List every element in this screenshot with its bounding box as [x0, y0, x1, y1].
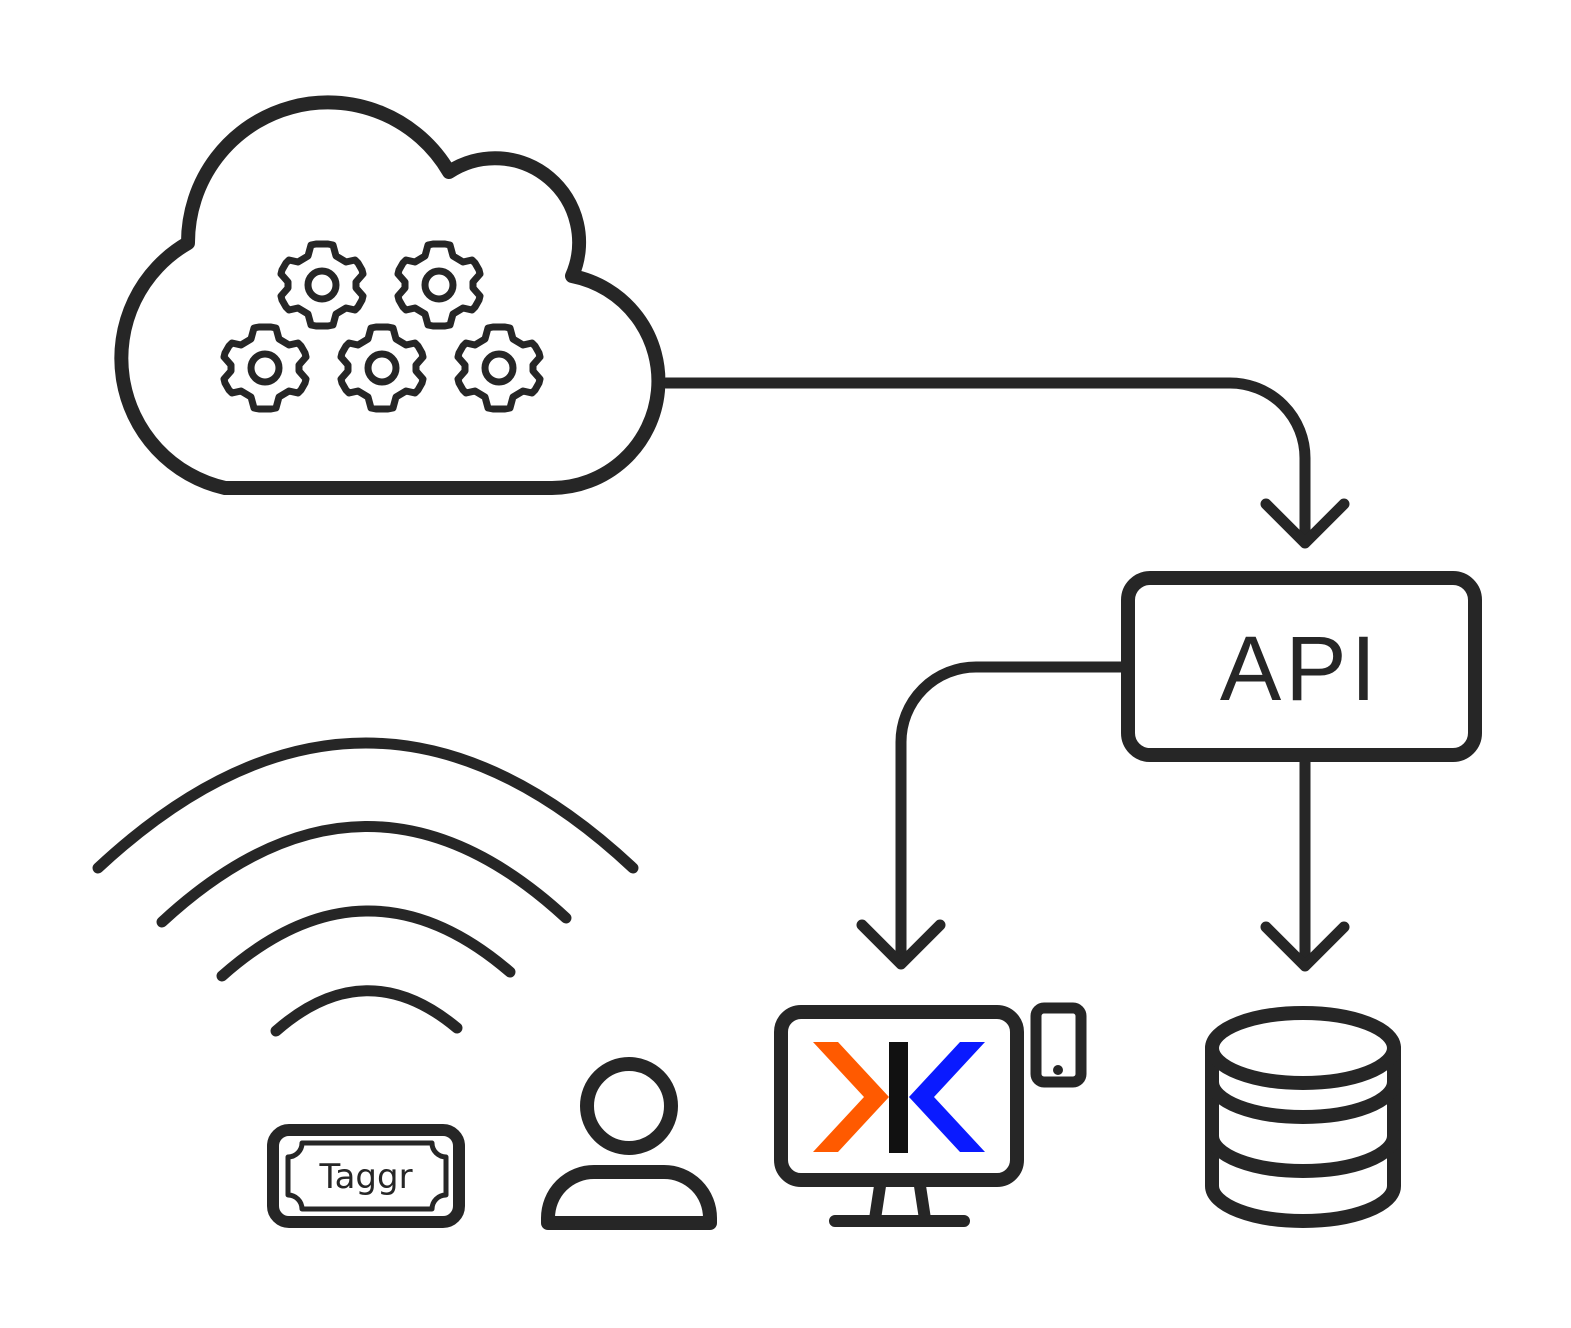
connector-cloud-to-api: [660, 377, 1350, 549]
gear-icon: [224, 327, 306, 409]
mobile-phone-icon: [1030, 1002, 1087, 1088]
database-icon: [1205, 1006, 1401, 1228]
connector-api-to-database: [1260, 752, 1350, 972]
nfc-tag-icon: Taggr: [267, 1124, 465, 1228]
connector-api-to-monitor: [856, 661, 1130, 970]
arrow-down-icon: [856, 919, 946, 970]
cloud-with-gears-icon: [114, 95, 666, 495]
user-icon: [541, 1057, 717, 1230]
monitor-with-logo-icon: [774, 1005, 1024, 1227]
arrow-down-icon: [1260, 921, 1350, 972]
api-box: API: [1121, 571, 1482, 762]
wireless-signal-icon: [92, 737, 639, 1037]
monitor-stand: [829, 1180, 970, 1227]
arrow-down-icon: [1260, 498, 1350, 549]
company-logo: [813, 1042, 985, 1153]
api-label: API: [1220, 618, 1380, 720]
gear-icon: [281, 244, 363, 326]
gear-icon: [341, 327, 423, 409]
gear-icon: [398, 244, 480, 326]
monitor-frame: [774, 1005, 1024, 1187]
gear-icon: [458, 327, 540, 409]
tag-label: Taggr: [318, 1157, 412, 1197]
